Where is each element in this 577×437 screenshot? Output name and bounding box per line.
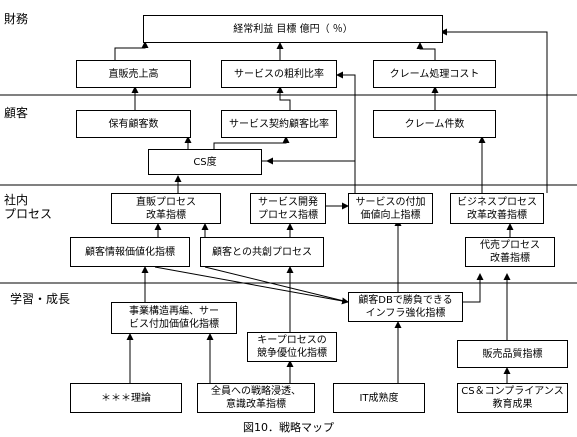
service-value-box: サービスの付加 価値向上指標 (348, 193, 433, 224)
service-contract-box: サービス契約顧客比率 (221, 110, 337, 138)
it-maturity-box: IT成熟度 (333, 383, 425, 413)
claim-cost-box: クレーム処理コスト (373, 60, 496, 88)
section-label-learning: 学習・成長 (10, 292, 71, 306)
direct-sales-box: 直販売上高 (76, 60, 191, 88)
customer-db-box: 顧客DBで勝負できる インフラ強化指標 (348, 292, 463, 322)
key-process-box: キープロセスの 競争優位化指標 (247, 332, 337, 362)
co-creation-box: 顧客との共創プロセス (200, 237, 324, 267)
strategy-box: 全員への戦略浸透、 意識改革指標 (197, 383, 315, 413)
connector-lines (114, 28, 548, 383)
profit-target-box: 経常利益 目標 億円（ ％） (143, 15, 443, 43)
customer-count-box: 保有顧客数 (76, 110, 191, 138)
agency-process-box: 代売プロセス 改善指標 (465, 237, 555, 267)
section-label-finance: 財務 (4, 12, 29, 26)
restructure-box: 事業構造再編、サー ビス付加価値化指標 (111, 302, 237, 334)
business-process-box: ビジネスプロセス 改革改善指標 (450, 193, 544, 224)
section-label-internal: 社内 プロセス (4, 193, 53, 221)
service-margin-box: サービスの粗利比率 (221, 60, 337, 88)
direct-process-box: 直販プロセス 改革指標 (111, 193, 221, 224)
theory-box: ＊＊＊理論 (70, 383, 182, 413)
cs-box: CS度 (148, 149, 262, 175)
claim-count-box: クレーム件数 (373, 110, 496, 138)
sales-quality-box: 販売品質指標 (457, 340, 568, 368)
section-label-customer: 顧客 (4, 106, 29, 120)
diagram-caption: 図10．戦略マップ (243, 421, 334, 434)
service-dev-box: サービス開発 プロセス指標 (250, 193, 326, 224)
cs-compliance-box: CS＆コンプライアンス 教育成果 (457, 383, 568, 413)
customer-info-box: 顧客情報価値化指標 (70, 237, 190, 267)
